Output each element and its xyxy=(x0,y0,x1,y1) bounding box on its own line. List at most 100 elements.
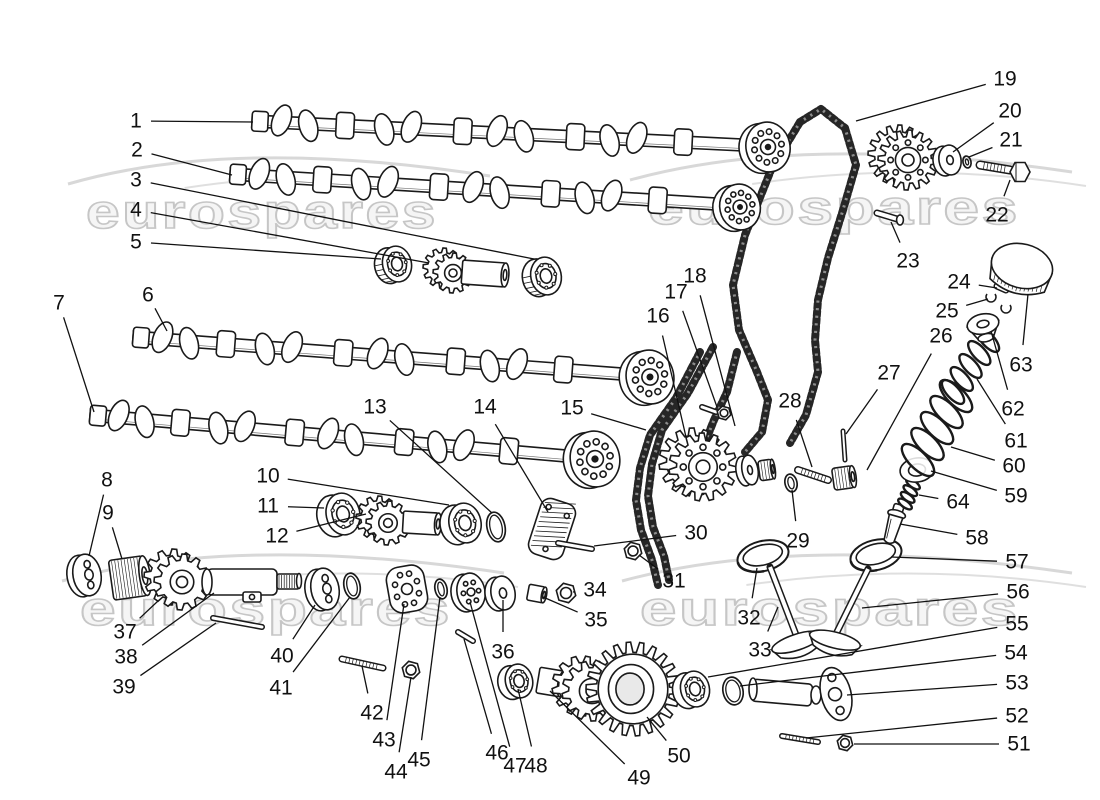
callout-number: 35 xyxy=(584,609,607,632)
flange-hole xyxy=(654,387,662,396)
bearing-ball xyxy=(398,252,403,257)
thread-line xyxy=(792,735,794,741)
leader-line xyxy=(141,592,215,646)
nut-bore xyxy=(719,408,729,418)
leader-line xyxy=(150,120,254,123)
knurl-line xyxy=(123,559,130,598)
watermark-swoosh xyxy=(621,553,1073,583)
thread-line xyxy=(806,470,810,477)
hex-nut-collar xyxy=(401,660,421,680)
cam-lobe xyxy=(107,399,130,432)
leader-line xyxy=(1003,179,1011,197)
jackshaft-sprocket xyxy=(355,495,411,546)
thread-line xyxy=(812,738,815,744)
callout-41: 41 xyxy=(269,596,351,700)
cam-lobe xyxy=(317,417,340,450)
spring-coil xyxy=(897,497,913,511)
valve-stem xyxy=(768,566,800,641)
knurl-line xyxy=(763,461,767,480)
flange-hole xyxy=(581,467,589,476)
callout-40: 40 xyxy=(270,604,316,668)
guide-shade xyxy=(886,518,892,539)
callout-number: 60 xyxy=(1002,455,1025,478)
thread-line xyxy=(372,662,375,669)
callout-number: 11 xyxy=(257,495,279,518)
cam-lobe xyxy=(254,332,276,366)
tensioner-pad-pin xyxy=(555,540,595,552)
callout-number: 56 xyxy=(1006,581,1029,604)
callout-number: 3 xyxy=(130,169,142,192)
disc-hole xyxy=(475,587,482,594)
flange-hole xyxy=(576,458,584,467)
callout-number: 18 xyxy=(683,265,706,288)
chain-links-inner xyxy=(646,346,715,581)
nut-bore xyxy=(839,737,851,749)
knurl-line xyxy=(834,469,838,489)
leader-line xyxy=(767,606,779,632)
sprocket-hole xyxy=(718,463,727,471)
callout-number: 46 xyxy=(485,742,508,765)
thread-line xyxy=(823,475,827,483)
flange-hole xyxy=(599,470,607,479)
cam-lobe xyxy=(233,410,257,443)
callout-number: 10 xyxy=(256,465,279,488)
plate-hole xyxy=(391,581,399,589)
callout-22: 22 xyxy=(985,179,1011,227)
callout-64: 64 xyxy=(918,491,970,514)
guide-group xyxy=(883,502,907,545)
flange-center xyxy=(591,455,599,463)
oring-inner xyxy=(346,575,358,597)
cylinder-group xyxy=(460,259,510,288)
damper-spring-small xyxy=(897,477,921,511)
flange-hole xyxy=(835,705,845,716)
flange-hole xyxy=(730,191,737,198)
callout-number: 30 xyxy=(684,522,707,545)
flange-hole xyxy=(606,451,614,460)
bearing-ball xyxy=(547,263,552,268)
bearing-ball xyxy=(472,518,477,524)
flange-hole xyxy=(660,370,669,378)
oring-outer xyxy=(783,473,799,493)
bearing-ball xyxy=(523,686,528,690)
cam-lobe xyxy=(377,165,400,198)
plate-hole xyxy=(393,593,401,601)
callout-39: 39 xyxy=(112,622,217,699)
bearing-ball xyxy=(458,509,463,514)
flange-center xyxy=(737,204,743,210)
callout-52: 52 xyxy=(805,705,1029,739)
leader-line xyxy=(707,626,998,678)
bearing-ball xyxy=(395,273,400,277)
valve-head xyxy=(808,629,863,657)
leader-line xyxy=(990,330,1009,390)
leader-line xyxy=(646,716,667,741)
timing-chain-upper-strand-right xyxy=(786,124,860,447)
callout-number: 9 xyxy=(102,502,114,525)
sprocket-hole xyxy=(887,156,895,164)
leader-line xyxy=(739,654,997,687)
disc-hole xyxy=(83,559,92,569)
tensioner-pin xyxy=(840,428,848,463)
plate-group xyxy=(385,564,429,614)
callout-50: 50 xyxy=(646,716,691,768)
callout-number: 61 xyxy=(1004,430,1027,453)
spring-retainer xyxy=(965,312,1000,343)
knurl-group xyxy=(831,464,858,491)
cam-lobe xyxy=(280,331,304,364)
bearing-ball xyxy=(351,509,356,515)
cam-lobe xyxy=(513,119,535,153)
camshaft-3 xyxy=(131,321,675,407)
cam-lobe xyxy=(505,348,529,381)
oring-inner xyxy=(437,581,445,597)
callout-number: 37 xyxy=(113,621,136,644)
callout-27: 27 xyxy=(845,362,901,435)
thread-line xyxy=(368,662,371,669)
callout-number: 27 xyxy=(877,362,900,385)
spring-coil xyxy=(966,339,992,367)
bearing-ball xyxy=(520,669,525,674)
callout-number: 1 xyxy=(130,110,142,133)
cam-lobe xyxy=(486,114,509,148)
flange-hole xyxy=(777,150,785,158)
leader-line xyxy=(791,489,797,522)
cap-top xyxy=(990,242,1054,290)
